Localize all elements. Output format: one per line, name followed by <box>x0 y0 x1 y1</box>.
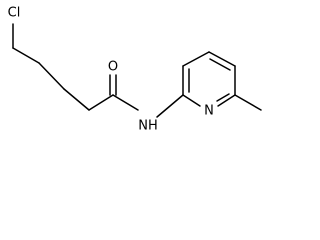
bond-c4-c3 <box>38 62 65 90</box>
bond-c5-c4 <box>12 47 40 64</box>
methylpyridine-ring <box>156 51 262 118</box>
atom-chlorine: Cl <box>8 6 21 21</box>
chemical-structure-diagram: Cl O NH N <box>8 6 262 134</box>
ring-double-bond-c4-c5 <box>209 58 231 71</box>
atom-oxygen: O <box>108 60 118 75</box>
ring-bond-c6-n <box>217 94 236 107</box>
ring-bond-c3-c4 <box>182 51 210 67</box>
bond-c1-n <box>112 94 139 111</box>
bond-c2-c1 <box>88 94 114 111</box>
ring-double-bond-c6-n <box>216 93 230 102</box>
pentanoyl-chain <box>12 23 139 111</box>
ring-bond-c4-c5 <box>208 51 236 67</box>
bond-c3-c2 <box>63 88 90 111</box>
bond-c6-methyl <box>234 94 262 111</box>
atom-ring-nitrogen: N <box>204 104 214 119</box>
ring-bond-n-c2 <box>182 94 201 107</box>
bond-n-ring <box>156 94 184 118</box>
atom-amide-nh: NH <box>138 119 158 134</box>
